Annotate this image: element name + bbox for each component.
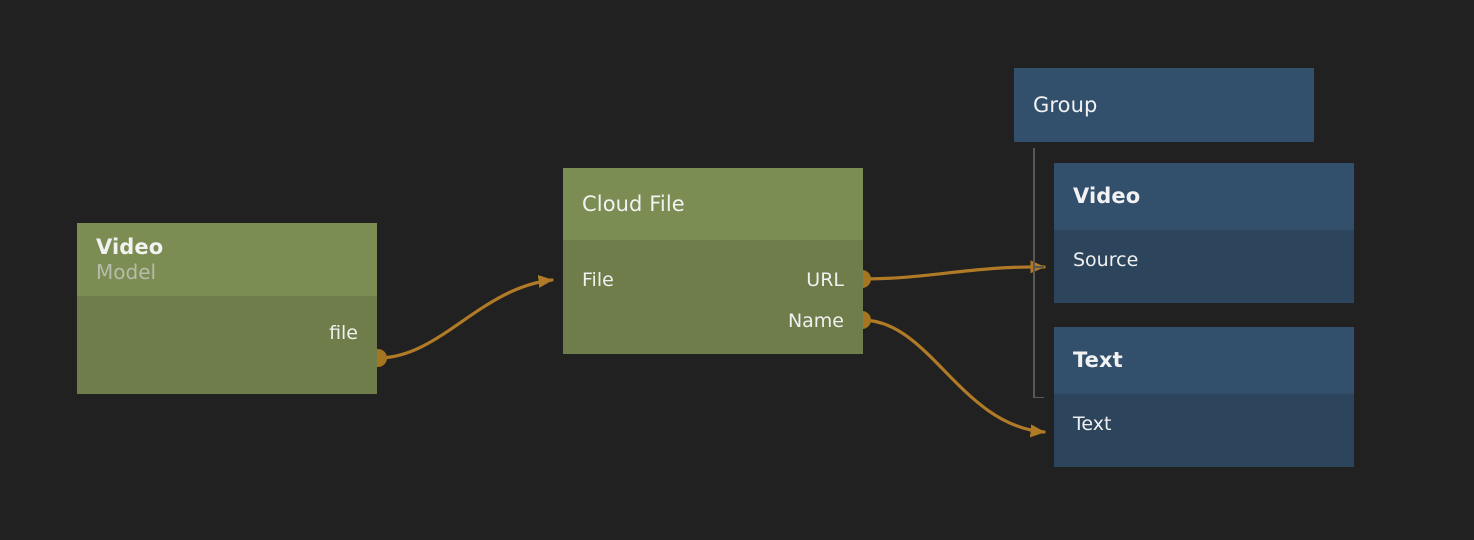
group-tree-branch-text [1033, 396, 1044, 398]
port-label-name: Name [787, 310, 844, 332]
node-video-model-header[interactable]: Video Model [77, 223, 377, 296]
node-group[interactable]: Group [1014, 68, 1314, 142]
node-video-output-header[interactable]: Video [1054, 163, 1354, 230]
port-row-text-output-text[interactable]: Text [1054, 411, 1354, 437]
port-row-video-output-source[interactable]: Source [1054, 247, 1354, 273]
group-tree-trunk [1033, 148, 1035, 398]
node-text-output-title: Text [1073, 348, 1123, 372]
port-row-cloud-file-name[interactable]: Name [563, 308, 863, 334]
node-cloud-file-title: Cloud File [582, 191, 685, 216]
edge-file-to-file [369, 275, 554, 367]
port-label-file-input: File [582, 269, 614, 291]
port-label-file: file [329, 322, 358, 344]
port-row-video-model-file[interactable]: file [77, 320, 377, 346]
port-label-url: URL [806, 269, 844, 291]
port-row-cloud-file-file-in[interactable]: File [563, 267, 863, 293]
node-text-output-body: Text [1054, 394, 1354, 467]
node-text-output[interactable]: Text Text [1054, 327, 1354, 467]
group-tree-branch-video [1033, 266, 1044, 268]
node-group-title: Group [1033, 92, 1098, 117]
port-label-source: Source [1073, 249, 1139, 271]
node-video-model[interactable]: Video Model file [77, 223, 377, 394]
node-video-output-body: Source [1054, 230, 1354, 303]
edge-url-to-source [853, 260, 1046, 288]
node-cloud-file-header[interactable]: Cloud File [563, 168, 863, 240]
port-label-text: Text [1073, 413, 1112, 435]
node-text-output-header[interactable]: Text [1054, 327, 1354, 394]
node-video-output[interactable]: Video Source [1054, 163, 1354, 303]
node-video-output-title: Video [1073, 184, 1141, 208]
node-group-header[interactable]: Group [1014, 68, 1314, 142]
edge-name-to-text [853, 311, 1046, 438]
node-video-model-title: Video [96, 235, 164, 259]
port-row-cloud-file-url[interactable]: URL [563, 267, 863, 293]
node-cloud-file-body: File URL Name [563, 240, 863, 354]
node-video-model-body: file [77, 296, 377, 394]
node-cloud-file[interactable]: Cloud File File URL Name [563, 168, 863, 354]
node-video-model-subtitle: Model [96, 260, 157, 284]
